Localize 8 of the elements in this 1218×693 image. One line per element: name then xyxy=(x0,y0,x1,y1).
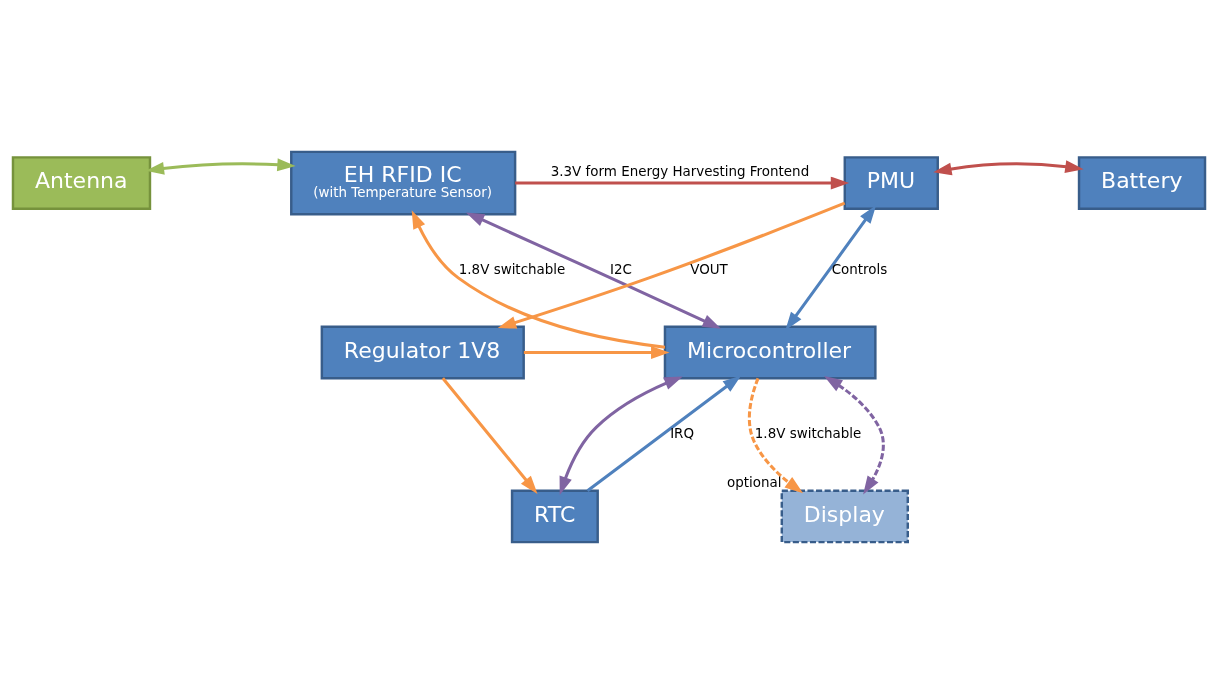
node-label: optional xyxy=(727,474,782,490)
edge-label: VOUT xyxy=(690,261,728,277)
edge-label: I2C xyxy=(609,261,632,277)
edge-label: Controls xyxy=(831,261,888,277)
edge-label: 1.8V switchable xyxy=(458,261,566,277)
edge-label: 3.3V form Energy Harvesting Frontend xyxy=(550,163,810,178)
edge-label: 1.8V switchable xyxy=(754,425,862,441)
edge-label: IRQ xyxy=(670,425,695,441)
